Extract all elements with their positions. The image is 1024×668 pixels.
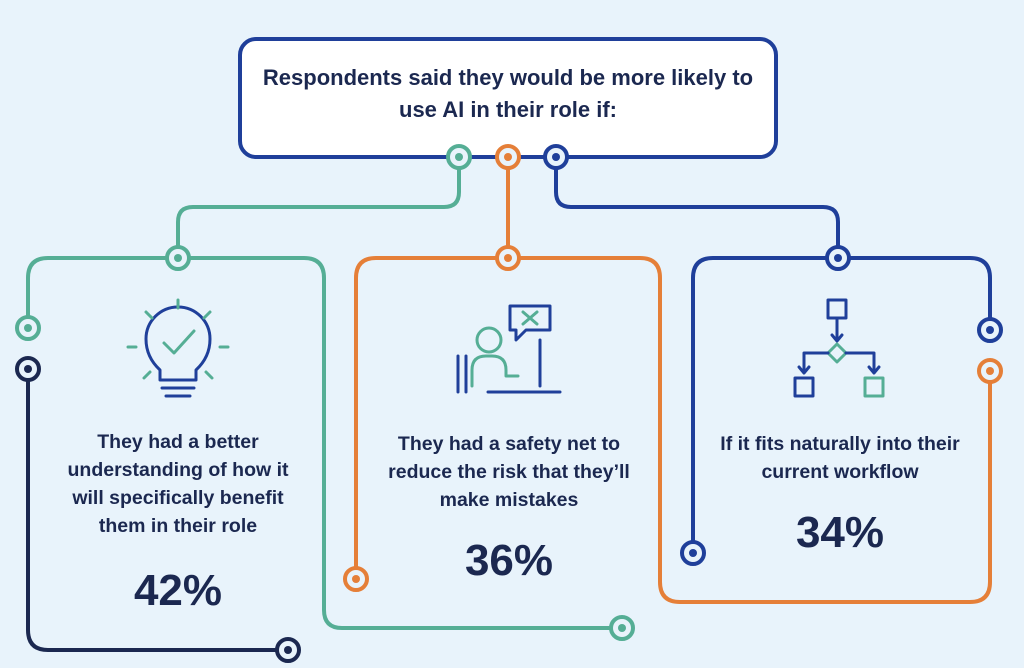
connector-node bbox=[495, 245, 521, 271]
card-1-navy-line bbox=[26, 369, 288, 652]
card-1-text: They had a better understanding of how i… bbox=[67, 431, 289, 537]
connector-node bbox=[609, 615, 635, 641]
card-2-border bbox=[354, 256, 992, 604]
connector-node bbox=[343, 566, 369, 592]
connector-node bbox=[275, 637, 301, 663]
connector-node bbox=[543, 144, 569, 170]
connector-node bbox=[446, 144, 472, 170]
connector-node bbox=[825, 245, 851, 271]
card-1-percent: 42% bbox=[133, 566, 223, 615]
connector-node bbox=[15, 315, 41, 341]
card-3-percent: 34% bbox=[795, 508, 885, 557]
card-1-border bbox=[26, 256, 622, 630]
connector-node bbox=[977, 317, 1003, 343]
connector-node bbox=[165, 245, 191, 271]
connector-node bbox=[495, 144, 521, 170]
connector-node bbox=[680, 540, 706, 566]
connector-teal-top bbox=[176, 157, 461, 258]
connector-blue-top bbox=[554, 157, 840, 258]
workflow-flowchart-icon bbox=[793, 298, 885, 398]
card-2-text: They had a safety net to reduce the risk… bbox=[388, 433, 630, 511]
connector-node bbox=[15, 356, 41, 382]
connector-node bbox=[977, 358, 1003, 384]
card-2-percent: 36% bbox=[464, 536, 554, 585]
lightbulb-check-icon bbox=[126, 298, 230, 398]
card-3-text: If it fits naturally into their current … bbox=[720, 433, 960, 483]
headline: Respondents said they would be more like… bbox=[262, 65, 754, 122]
person-at-computer-error-icon bbox=[456, 304, 562, 394]
